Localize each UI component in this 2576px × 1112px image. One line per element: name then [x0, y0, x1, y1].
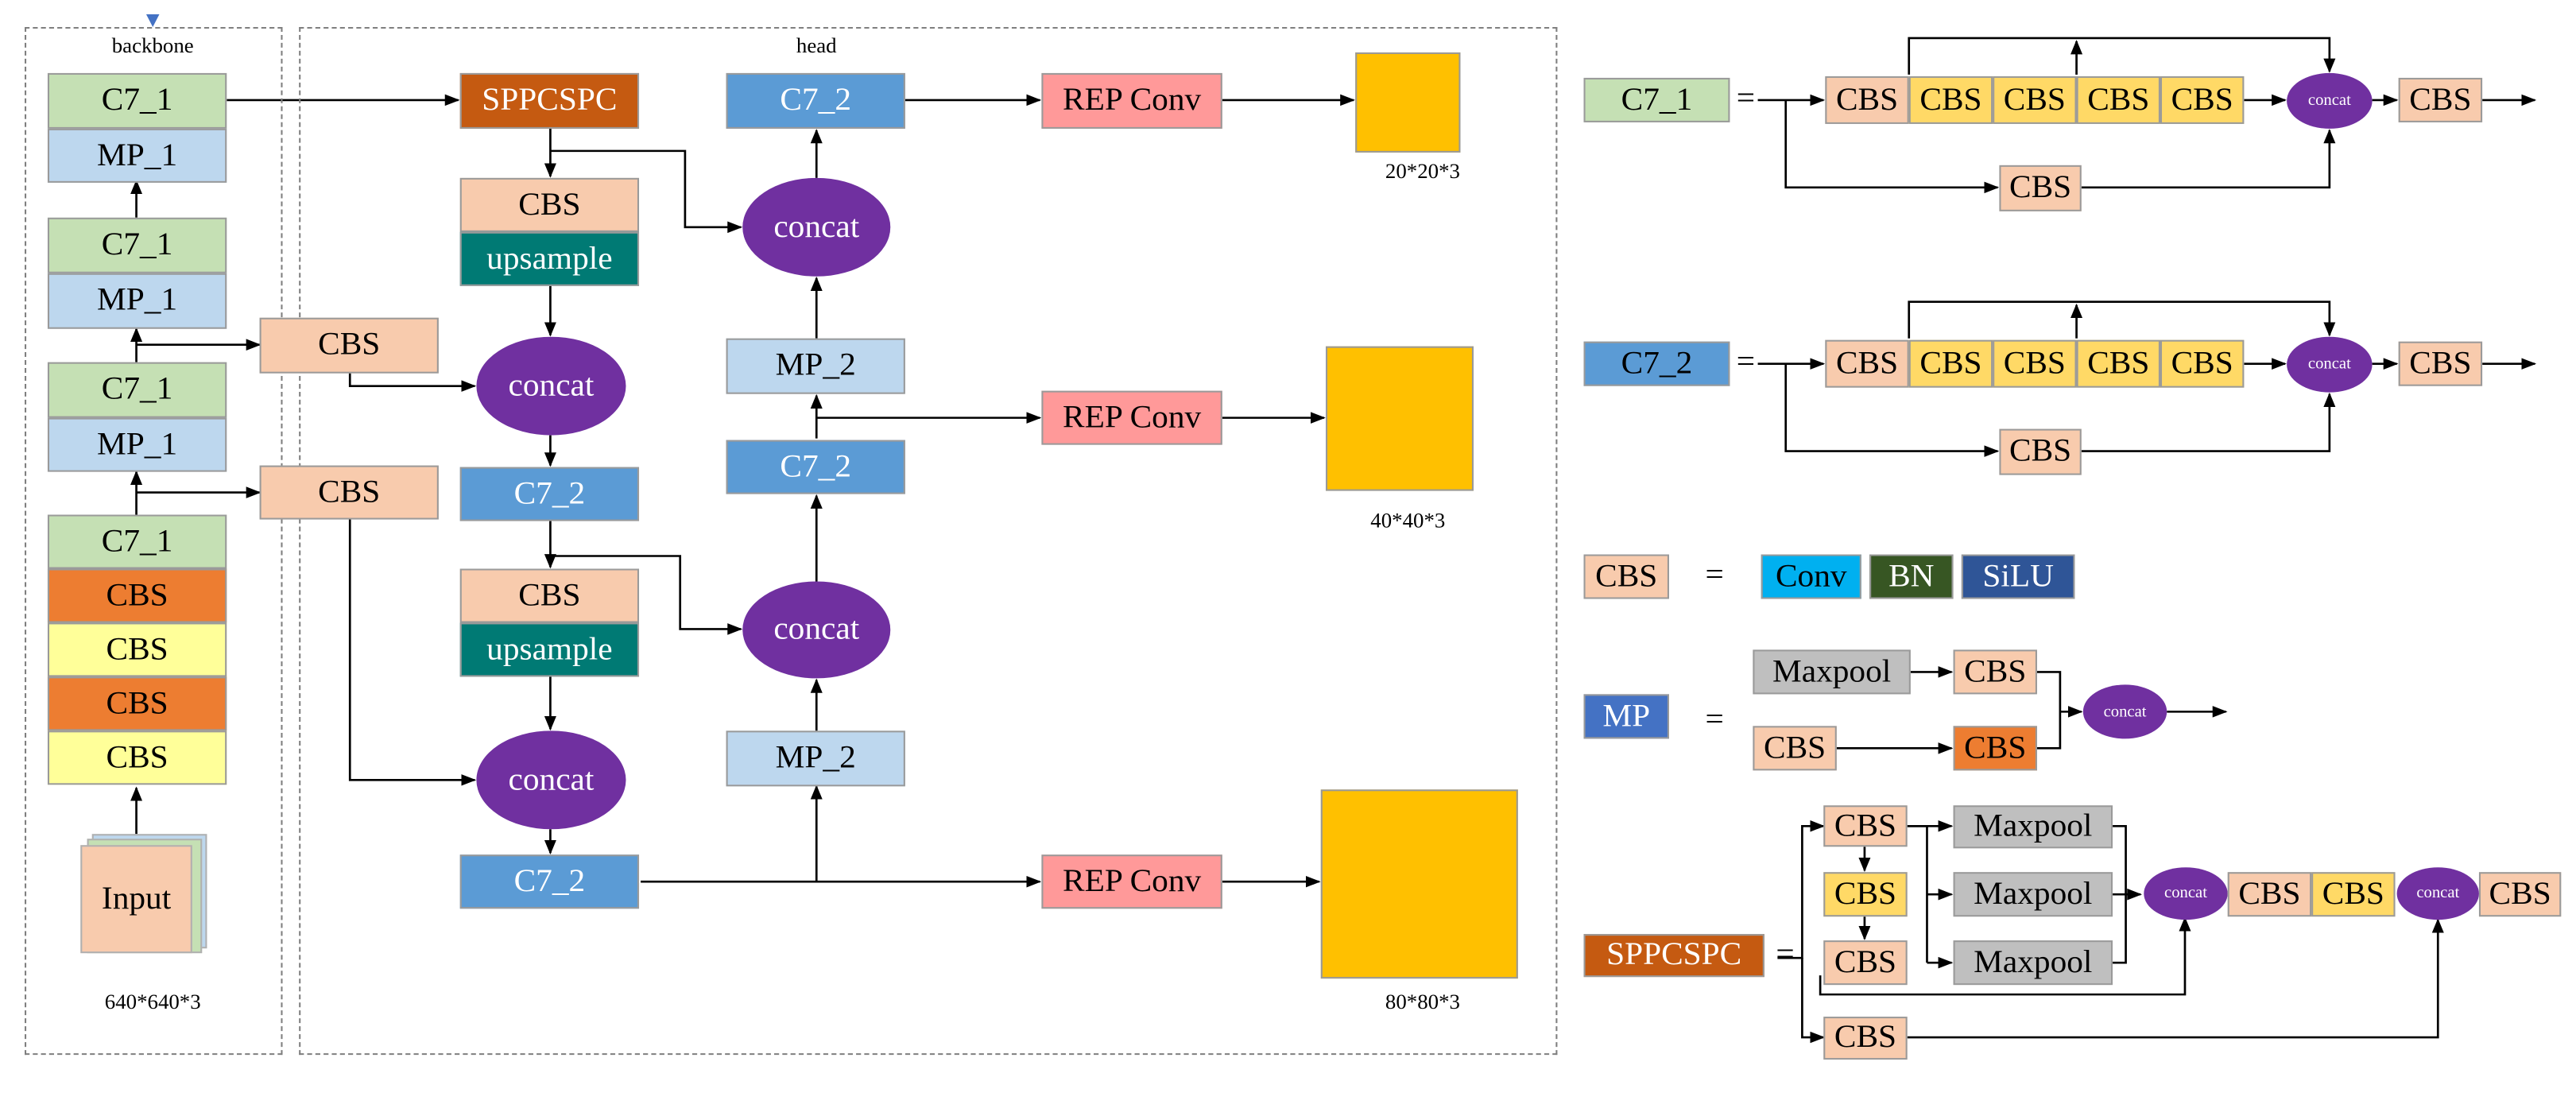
backbone-c7-1: C7_1: [47, 217, 227, 273]
upsample-block: upsample: [459, 231, 640, 286]
sppcspc-cbs: CBS: [2478, 872, 2562, 917]
concat-node: concat: [476, 730, 626, 830]
backbone-c7-1: C7_1: [47, 362, 227, 418]
legend-c7-2-key: C7_2: [1583, 341, 1730, 386]
c7-2-concat-node: concat: [2287, 336, 2373, 393]
backbone-c7-1: C7_1: [47, 514, 227, 569]
legend-sppcspc-key: SPPCSPC: [1583, 934, 1764, 978]
head-c7-2: C7_2: [726, 72, 905, 129]
sppcspc-cbs: CBS: [1823, 1017, 1908, 1060]
backbone-region: [25, 26, 283, 1056]
c7-2-chain-cbs: CBS: [1825, 339, 1909, 388]
mp-cbs: CBS: [1953, 726, 2037, 771]
c7-1-chain-cbs: CBS: [1825, 76, 1909, 124]
backbone-cbs: CBS: [47, 676, 227, 731]
c7-1-chain-cbs: CBS: [1993, 76, 2077, 124]
input-image-block: Input: [80, 845, 192, 954]
input-size-label: 640*640*3: [104, 990, 201, 1014]
mp-cbs: CBS: [1953, 649, 2037, 695]
upsample-block: upsample: [459, 622, 640, 677]
head-mp-2: MP_2: [726, 338, 905, 394]
output-size-label: 80*80*3: [1385, 990, 1460, 1014]
equals-sign: =: [1736, 80, 1756, 116]
backbone-mp-1: MP_1: [47, 128, 227, 183]
head-c7-2: C7_2: [459, 854, 640, 909]
head-cbs: CBS: [459, 568, 640, 623]
c7-1-branch-cbs: CBS: [1999, 165, 2082, 211]
equals-sign: =: [1736, 344, 1756, 380]
backbone-label: backbone: [111, 33, 194, 57]
equals-sign: =: [1705, 702, 1724, 738]
c7-2-chain-cbs: CBS: [1908, 339, 1993, 388]
c7-1-out-cbs: CBS: [2398, 77, 2483, 122]
equals-sign: =: [1705, 557, 1724, 593]
sppcspc-maxpool: Maxpool: [1953, 805, 2113, 849]
conv-part: Conv: [1761, 554, 1861, 599]
legend-cbs-key: CBS: [1583, 554, 1669, 599]
c7-2-branch-cbs: CBS: [1999, 428, 2082, 475]
output-feature-map-20: [1355, 52, 1461, 153]
rep-conv-block: REP Conv: [1041, 854, 1222, 909]
head-cbs: CBS: [459, 177, 640, 232]
sppcspc-block: SPPCSPC: [459, 72, 640, 129]
mp-cbs: CBS: [1753, 726, 1837, 771]
backbone-cbs: CBS: [47, 568, 227, 623]
sppcspc-concat-node: concat: [2396, 867, 2479, 920]
mp-maxpool: Maxpool: [1753, 649, 1911, 695]
equals-sign: =: [1776, 937, 1795, 973]
backbone-c7-1: C7_1: [47, 72, 227, 129]
backbone-cbs: CBS: [47, 622, 227, 677]
c7-1-chain-cbs: CBS: [2076, 76, 2160, 124]
backbone-mp-1: MP_1: [47, 417, 227, 472]
concat-node: concat: [476, 336, 626, 436]
sppcspc-maxpool: Maxpool: [1953, 872, 2113, 917]
sppcspc-cbs: CBS: [1823, 872, 1908, 917]
mp-concat-node: concat: [2082, 684, 2167, 739]
sppcspc-cbs: CBS: [1823, 805, 1908, 847]
sppcspc-cbs: CBS: [2227, 872, 2312, 917]
c7-2-out-cbs: CBS: [2398, 341, 2483, 386]
output-feature-map-80: [1320, 789, 1518, 979]
backbone-mp-1: MP_1: [47, 273, 227, 329]
rep-conv-block: REP Conv: [1041, 390, 1222, 445]
c7-1-chain-cbs: CBS: [2160, 76, 2245, 124]
head-region: [299, 26, 1558, 1056]
output-size-label: 40*40*3: [1370, 508, 1446, 533]
output-feature-map-40: [1325, 346, 1474, 491]
backbone-cbs: CBS: [47, 730, 227, 785]
concat-node: concat: [742, 581, 891, 679]
rep-conv-block: REP Conv: [1041, 72, 1222, 129]
sppcspc-cbs: CBS: [1823, 940, 1908, 986]
head-label: head: [796, 33, 837, 57]
legend-mp-key: MP: [1583, 694, 1669, 739]
sppcspc-concat-node: concat: [2144, 867, 2228, 920]
c7-2-chain-cbs: CBS: [2160, 339, 2245, 388]
c7-2-chain-cbs: CBS: [1993, 339, 2077, 388]
c7-1-chain-cbs: CBS: [1908, 76, 1993, 124]
head-mp-2: MP_2: [726, 730, 905, 787]
concat-node: concat: [742, 177, 891, 277]
bn-part: BN: [1869, 554, 1954, 599]
sppcspc-maxpool: Maxpool: [1953, 940, 2113, 986]
legend-c7-1-key: C7_1: [1583, 77, 1730, 122]
side-cbs-lower: CBS: [259, 465, 439, 520]
c7-2-chain-cbs: CBS: [2076, 339, 2160, 388]
c7-1-concat-node: concat: [2287, 72, 2373, 129]
head-c7-2: C7_2: [726, 440, 905, 494]
head-c7-2: C7_2: [459, 467, 640, 521]
side-cbs-upper: CBS: [259, 317, 439, 374]
sppcspc-cbs: CBS: [2311, 872, 2396, 917]
marker-triangle-icon: [145, 14, 160, 27]
output-size-label: 20*20*3: [1385, 158, 1460, 183]
silu-part: SiLU: [1961, 554, 2075, 599]
